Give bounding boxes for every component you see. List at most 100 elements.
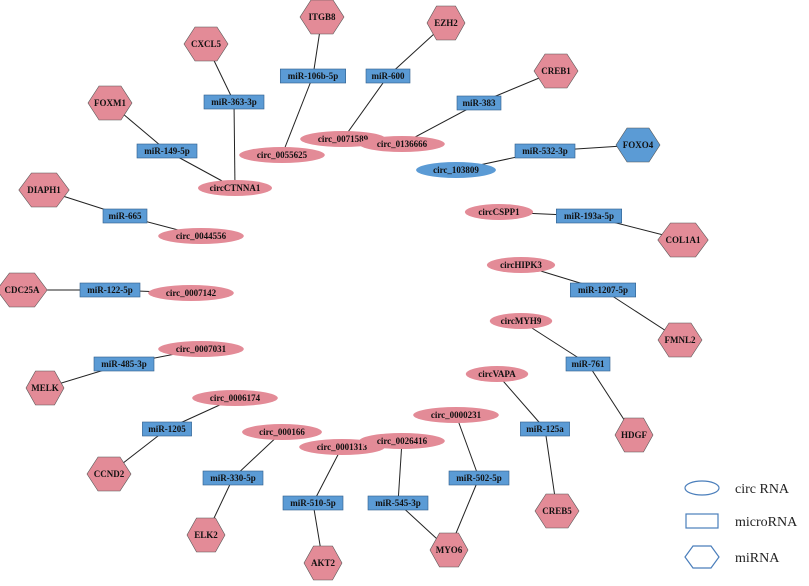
gene-hexagon xyxy=(615,127,661,163)
node-ezh2: EZH2 xyxy=(426,5,466,41)
node-mir-122-5p: miR-122-5p xyxy=(79,282,141,298)
node-label: miR-761 xyxy=(572,359,605,369)
node-mir-125a: miR-125a xyxy=(520,421,570,437)
microrna-box xyxy=(565,356,611,372)
node-label: miR-330-5p xyxy=(210,473,256,483)
node-mir-330-5p: miR-330-5p xyxy=(202,470,264,486)
node-label: miR-600 xyxy=(372,71,405,81)
node-label: miR-665 xyxy=(109,211,142,221)
node-label: miR-545-3p xyxy=(375,498,421,508)
node-label: circ_0000231 xyxy=(431,410,482,420)
node-circ-0136666: circ_0136666 xyxy=(359,136,445,152)
node-circctnna1: circCTNNA1 xyxy=(198,180,272,196)
microrna-box xyxy=(136,143,198,159)
node-foxo4: FOXO4 xyxy=(615,127,661,163)
gene-hexagon xyxy=(86,456,132,492)
node-circmyh9: circMYH9 xyxy=(489,313,553,329)
edge-mir-600-circ-0071589 xyxy=(342,75,389,140)
microrna-box xyxy=(367,495,429,511)
node-mir-1205: miR-1205 xyxy=(142,421,192,437)
circrna-ellipse xyxy=(359,433,445,449)
legend-mirna-symbol xyxy=(684,545,720,569)
circrna-ellipse xyxy=(489,313,553,329)
node-mir-600: miR-600 xyxy=(365,68,411,84)
node-label: miR-1207-5p xyxy=(578,285,628,295)
node-label: circMYH9 xyxy=(501,316,542,326)
node-col1a1: COL1A1 xyxy=(657,222,709,258)
gene-hexagon xyxy=(0,272,48,308)
node-elk2: ELK2 xyxy=(186,517,226,553)
node-mir-106b-5p: miR-106b-5p xyxy=(279,68,346,84)
node-label: CREB5 xyxy=(542,506,572,516)
microrna-box xyxy=(93,356,155,372)
legend-mirna-label: miRNA xyxy=(735,551,780,566)
node-mir-665: miR-665 xyxy=(102,208,148,224)
gene-hexagon xyxy=(18,172,70,208)
node-label: circ_0007142 xyxy=(166,288,217,298)
legend-circ-label: circ RNA xyxy=(735,482,790,497)
node-label: miR-383 xyxy=(463,98,496,108)
legend-circ-symbol xyxy=(684,480,720,496)
node-label: circVAPA xyxy=(478,369,516,379)
node-circcspp1: circCSPP1 xyxy=(464,204,534,220)
gene-hexagon xyxy=(426,5,466,41)
node-label: circ_0055625 xyxy=(257,150,308,160)
circrna-ellipse xyxy=(239,147,325,163)
node-label: miR-122-5p xyxy=(87,285,133,295)
edge-mir-363-3p-circctnna1 xyxy=(233,101,236,189)
node-myo6: MYO6 xyxy=(429,532,469,568)
node-label: miR-125a xyxy=(526,424,564,434)
node-cdc25a: CDC25A xyxy=(0,272,48,308)
node-label: miR-1205 xyxy=(148,424,186,434)
node-label: circ_103809 xyxy=(433,165,479,175)
node-mir-383: miR-383 xyxy=(456,95,502,111)
node-ccnd2: CCND2 xyxy=(86,456,132,492)
node-label: circ_0006174 xyxy=(210,393,261,403)
gene-hexagon xyxy=(87,85,133,121)
node-label: ELK2 xyxy=(194,530,218,540)
node-hdgf: HDGF xyxy=(614,417,654,453)
circrna-ellipse xyxy=(198,180,272,196)
circrna-ellipse xyxy=(465,366,529,382)
node-label: circCSPP1 xyxy=(478,207,520,217)
node-cxcl5: CXCL5 xyxy=(183,26,229,62)
gene-hexagon xyxy=(299,0,345,35)
gene-hexagon xyxy=(186,517,226,553)
node-label: MELK xyxy=(31,383,59,393)
circrna-ellipse xyxy=(148,285,234,301)
gene-hexagon xyxy=(303,545,343,581)
node-label: miR-149-5p xyxy=(144,146,190,156)
microrna-box xyxy=(79,282,141,298)
legend: circ RNA microRNA miRNA xyxy=(684,480,798,569)
node-label: circ_000166 xyxy=(259,427,305,437)
microrna-box xyxy=(569,282,636,298)
node-circ-0044556: circ_0044556 xyxy=(158,228,244,244)
node-circ-0006174: circ_0006174 xyxy=(192,390,278,406)
node-label: miR-502-5p xyxy=(456,473,502,483)
node-mir-502-5p: miR-502-5p xyxy=(448,470,510,486)
edge-mir-510-5p-circ-0001313 xyxy=(312,446,343,504)
microrna-box xyxy=(555,208,622,224)
circrna-ellipse xyxy=(464,204,534,220)
node-label: circ_0026416 xyxy=(377,436,428,446)
microrna-box xyxy=(203,94,265,110)
node-circhipk3: circHIPK3 xyxy=(486,257,556,273)
gene-hexagon xyxy=(429,532,469,568)
node-label: circ_0007031 xyxy=(176,344,227,354)
circrna-ellipse xyxy=(486,257,556,273)
node-label: miR-363-3p xyxy=(211,97,257,107)
gene-hexagon xyxy=(25,370,65,406)
node-label: EZH2 xyxy=(434,18,458,28)
node-label: AKT2 xyxy=(311,558,336,568)
node-label: circ_0044556 xyxy=(176,231,227,241)
legend-micro-symbol xyxy=(685,513,719,529)
microrna-box xyxy=(102,208,148,224)
circrna-ellipse xyxy=(416,162,496,178)
node-itgb8: ITGB8 xyxy=(299,0,345,35)
node-label: CCND2 xyxy=(94,469,125,479)
microrna-box xyxy=(456,95,502,111)
node-label: FOXM1 xyxy=(94,98,126,108)
gene-hexagon xyxy=(614,417,654,453)
node-creb5: CREB5 xyxy=(534,493,580,529)
